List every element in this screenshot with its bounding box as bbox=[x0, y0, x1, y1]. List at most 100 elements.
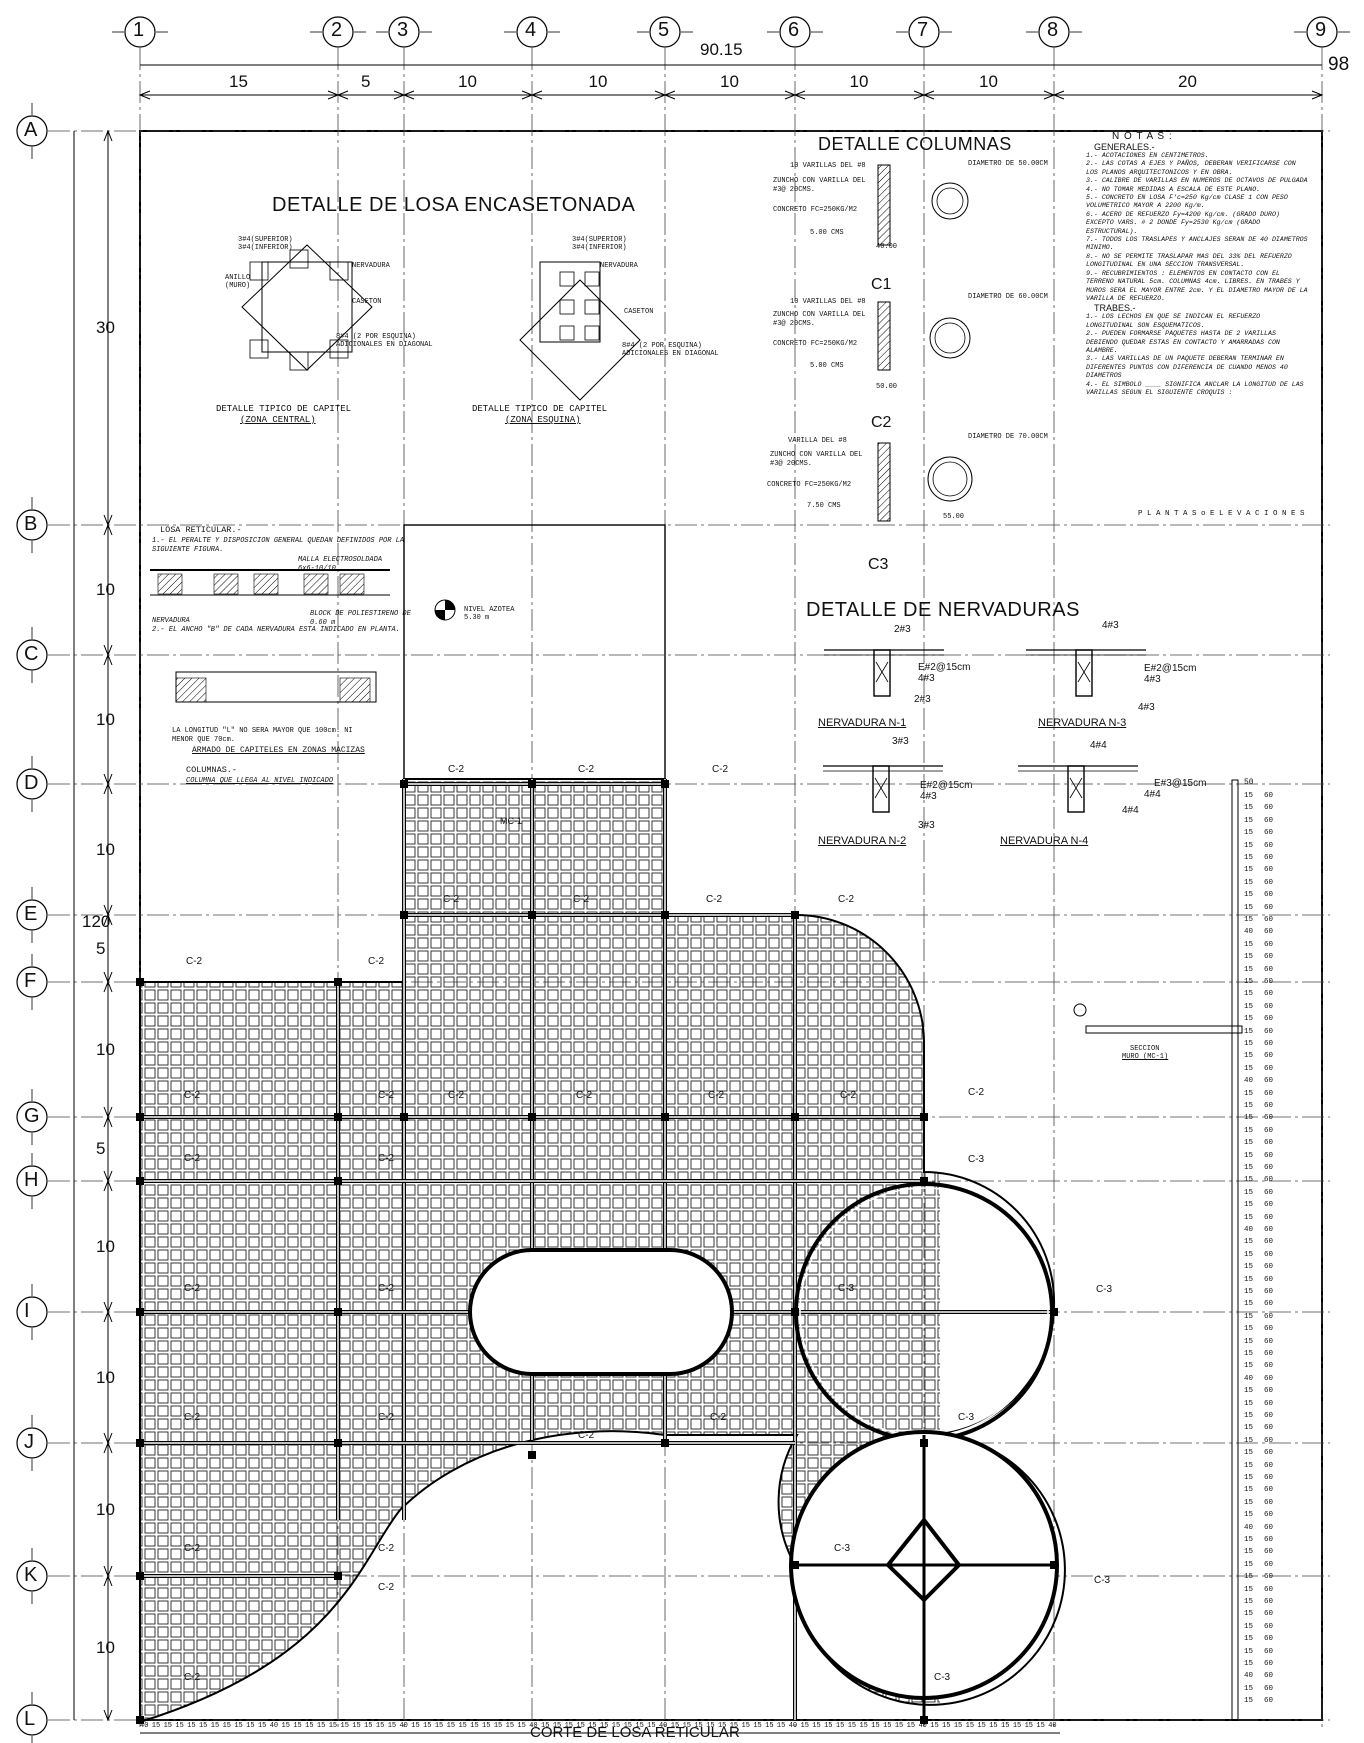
column-node bbox=[661, 911, 669, 919]
losa-detail-title: DETALLE DE LOSA ENCASETONADA bbox=[272, 194, 636, 216]
corte-top-value: 15 bbox=[340, 1722, 349, 1730]
column-node bbox=[334, 1113, 342, 1121]
column-tag-c2: C-2 bbox=[706, 894, 723, 905]
side-strip-block: 60 bbox=[1264, 1573, 1274, 1582]
side-strip-rib: 15 bbox=[1244, 1027, 1254, 1036]
side-strip-block: 60 bbox=[1264, 1201, 1274, 1210]
column-tag-c2: C-2 bbox=[840, 1090, 857, 1101]
nervadura-n2-caption: NERVADURA N-2 bbox=[818, 835, 907, 847]
n4-mid: 4#4 bbox=[1144, 789, 1161, 800]
caseton-box bbox=[559, 271, 575, 287]
capitel-label-nervadura: NERVADURA bbox=[352, 262, 390, 270]
nervadura-label: NERVADURA bbox=[152, 617, 190, 625]
column-elevation bbox=[877, 442, 891, 522]
armado-capiteles-caption: ARMADO DE CAPITELES EN ZONAS MACIZAS bbox=[192, 746, 365, 755]
side-strip-block: 60 bbox=[1264, 1263, 1274, 1272]
row-axis-label-G: G bbox=[24, 1105, 40, 1127]
row-axis-bubble bbox=[16, 1560, 48, 1592]
note-item: 8.- NO SE PERMITE TRASLAPAR MAS DEL 33% … bbox=[1086, 252, 1292, 269]
notes-trabes-heading: TRABES.- bbox=[1094, 303, 1136, 314]
corte-top-value: 15 bbox=[824, 1722, 833, 1730]
row-axis-label-I: I bbox=[24, 1300, 30, 1322]
corte-top-value: 15 bbox=[163, 1722, 172, 1730]
side-strip-block: 60 bbox=[1264, 1126, 1274, 1135]
column-node bbox=[528, 780, 536, 788]
side-strip-rib: 15 bbox=[1244, 1498, 1254, 1507]
column-ring bbox=[934, 322, 966, 354]
side-strip-rib: 15 bbox=[1244, 1102, 1254, 1110]
row-axis-label-D: D bbox=[24, 772, 39, 794]
side-strip-rib: 15 bbox=[1244, 1176, 1254, 1185]
row-axis-bubble bbox=[16, 509, 48, 541]
corte-top-value: 15 bbox=[800, 1722, 809, 1730]
side-strip-rib: 15 bbox=[1244, 1585, 1254, 1594]
side-strip-block: 60 bbox=[1264, 953, 1274, 962]
column-tag-c3: C-3 bbox=[838, 1283, 855, 1294]
side-strip-rib: 15 bbox=[1244, 1213, 1254, 1222]
corte-top-value: 15 bbox=[883, 1722, 892, 1730]
block-label: BLOCK DE POLIESTIRENO DE 0.60 m bbox=[310, 610, 411, 627]
side-strip-block: 60 bbox=[1264, 841, 1274, 850]
side-strip-block: 60 bbox=[1264, 854, 1274, 862]
dim-arrow bbox=[1052, 90, 1065, 100]
side-strip-rib: 15 bbox=[1244, 1697, 1254, 1706]
span-y-label: 10 bbox=[96, 1499, 115, 1519]
column-axis-label-6: 6 bbox=[788, 19, 800, 41]
side-strip-rib: 15 bbox=[1244, 1263, 1254, 1272]
note-item: 4.- NO TOMAR MEDIDAS A ESCALA DE ESTE PL… bbox=[1086, 185, 1261, 193]
c1-bars: 10 VARILLAS DEL #8 bbox=[790, 162, 866, 170]
column-node bbox=[334, 1572, 342, 1580]
side-strip-block: 60 bbox=[1264, 1585, 1274, 1594]
column-axis-bubble bbox=[1306, 16, 1338, 48]
corte-top-value: 15 bbox=[328, 1722, 338, 1730]
c3-bars: VARILLA DEL #8 bbox=[788, 437, 847, 445]
dim-arrow bbox=[103, 523, 113, 536]
corte-top-value: 15 bbox=[765, 1722, 774, 1730]
c3-cover: 7.50 CMS bbox=[807, 502, 841, 510]
corte-top-value: 15 bbox=[434, 1722, 444, 1730]
c2-cover: 5.00 CMS bbox=[810, 362, 844, 370]
column-node bbox=[136, 1177, 144, 1185]
span-x-label: 10 bbox=[458, 72, 477, 91]
side-strip-rib: 15 bbox=[1244, 1474, 1254, 1482]
side-strip-rib: 40 bbox=[1244, 1374, 1254, 1383]
column-axis-label-7: 7 bbox=[917, 19, 929, 41]
column-tag-c3: C-3 bbox=[934, 1672, 951, 1683]
side-strip-rib: 40 bbox=[1244, 1226, 1254, 1234]
n4-stirrup: E#3@15cm bbox=[1154, 778, 1207, 789]
corte-top-value: 15 bbox=[682, 1722, 691, 1730]
corte-top-value: 15 bbox=[611, 1722, 621, 1730]
n1-top: 2#3 bbox=[894, 624, 911, 635]
corte-top-value: 15 bbox=[600, 1722, 609, 1730]
side-strip-rib: 15 bbox=[1244, 1461, 1254, 1470]
n2-stirrup: E#2@15cm bbox=[920, 780, 973, 791]
diamond-opening bbox=[885, 1516, 962, 1603]
corte-top-value: 15 bbox=[576, 1722, 585, 1730]
caseton-box bbox=[559, 325, 575, 341]
column-tag-c2: C-2 bbox=[184, 1672, 201, 1683]
nivel-azotea-label: NIVEL AZOTEA bbox=[464, 606, 515, 614]
capitel-corner-label-caseton: CASETON bbox=[624, 308, 654, 316]
side-strip-block: 60 bbox=[1264, 903, 1274, 912]
side-strip-block: 60 bbox=[1264, 1424, 1274, 1433]
capitel-label-top-sup: 3#4(SUPERIOR) bbox=[238, 236, 293, 244]
side-strip-block: 60 bbox=[1264, 1114, 1274, 1123]
side-strip-block: 60 bbox=[1264, 1188, 1274, 1197]
total-height-dimension: 120 bbox=[82, 912, 111, 931]
notes-heading: N O T A S : bbox=[1112, 131, 1173, 142]
losa-reticular-heading: LOSA RETICULAR.- bbox=[160, 525, 242, 535]
side-strip-rib: 15 bbox=[1244, 1064, 1254, 1073]
column-node bbox=[920, 1439, 928, 1447]
side-strip-block: 60 bbox=[1264, 816, 1274, 825]
span-y-label: 10 bbox=[96, 1367, 115, 1387]
span-y-label: 5 bbox=[96, 938, 106, 958]
column-tag-c2: C-2 bbox=[184, 1283, 201, 1294]
side-strip-block: 60 bbox=[1264, 1312, 1274, 1321]
column-tag-c2: C-2 bbox=[184, 1153, 201, 1164]
corte-top-value: 15 bbox=[776, 1722, 786, 1730]
caseton-box bbox=[584, 325, 600, 341]
side-strip-block: 60 bbox=[1264, 1089, 1274, 1098]
side-strip-rib: 15 bbox=[1244, 1424, 1254, 1433]
row-axis-bubble bbox=[16, 1101, 48, 1133]
